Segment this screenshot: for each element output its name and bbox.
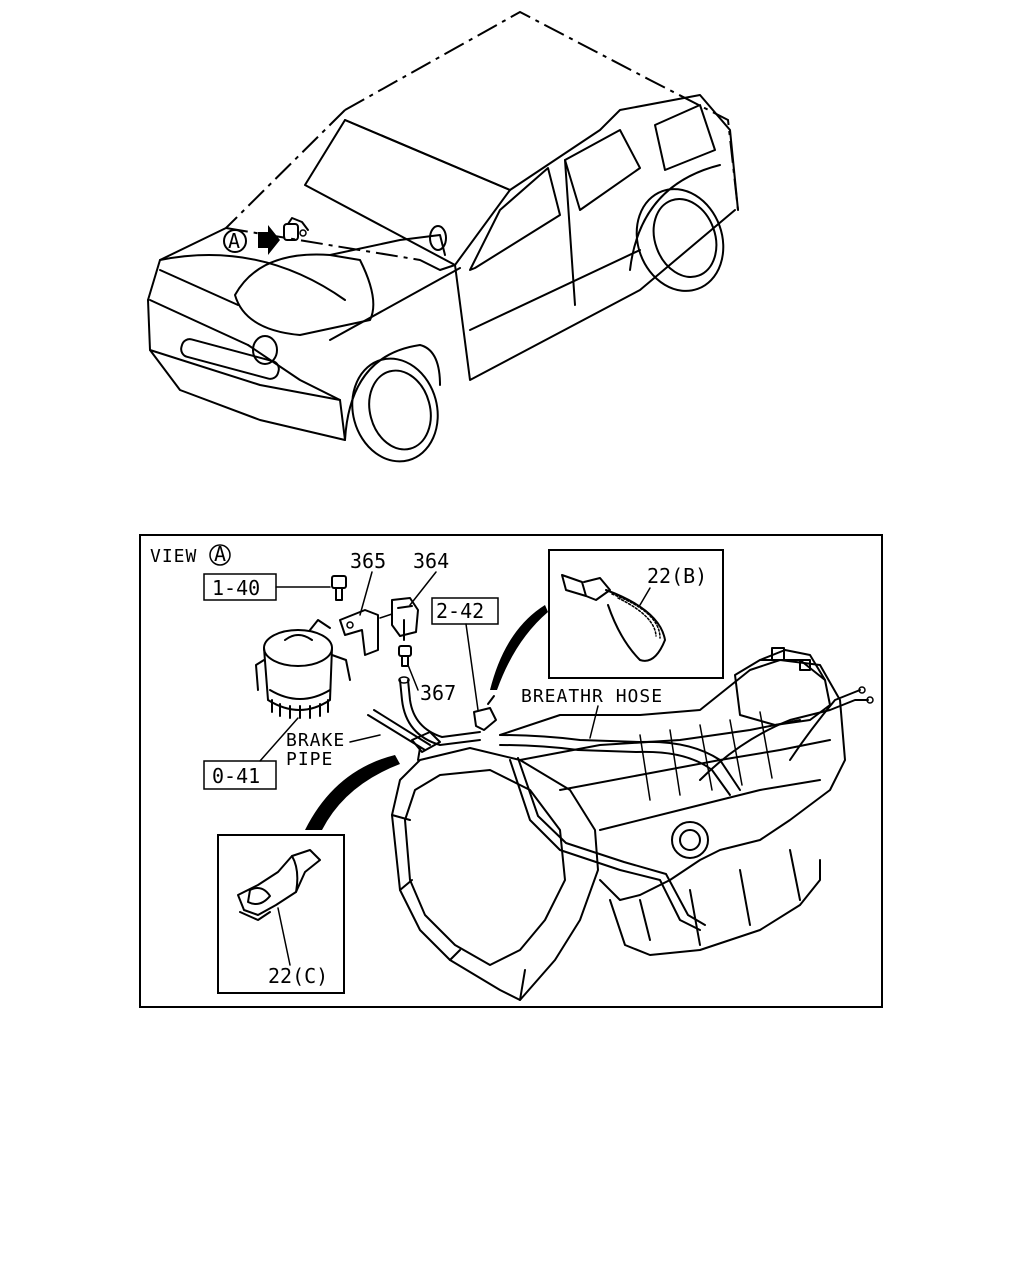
pointer-arc-b [490,605,548,690]
ref-2-42-label: 2-42 [436,599,484,623]
part-365-label: 365 [350,549,386,573]
inset-c-frame [217,834,345,994]
ref-0-41-label: 0-41 [212,764,260,788]
clamp-b-label: 22(B) [647,564,707,588]
brake-pipe-label-1: BRAKE [286,730,345,751]
cable-tie-icon [561,574,666,662]
clip-364-icon [379,597,419,641]
brake-pipe-label-2: PIPE [286,749,333,770]
fitting-367-icon [398,645,412,667]
part-364-label: 364 [413,549,449,573]
view-marker-label: A [228,229,240,253]
breather-hose-label: BREATHR HOSE [521,686,663,707]
vehicle-overview: A [147,10,739,463]
view-title: VIEW [150,546,197,567]
transmission-icon [391,647,874,1001]
engine-bay-part-icon [283,217,309,241]
view-a-frame [139,534,883,1008]
breather-clip-icon [473,695,497,731]
pointer-arc-c [305,755,400,830]
pipe-clamp-icon [237,849,321,966]
part-367-label: 367 [420,681,456,705]
ref-1-40-label: 1-40 [212,576,260,600]
view-title-marker-circle [209,544,231,566]
ref-box-0-41 [203,760,277,790]
view-arrow-icon [258,225,280,255]
view-title-marker: A [214,542,226,566]
fuel-filter-icon [255,619,351,719]
ref-box-2-42 [431,597,499,625]
bolt-icon [331,575,347,601]
brake-clamp-icon [411,731,441,761]
clamp-c-label: 22(C) [268,964,328,988]
view-marker-circle [223,229,247,253]
bracket-icon [339,609,379,656]
